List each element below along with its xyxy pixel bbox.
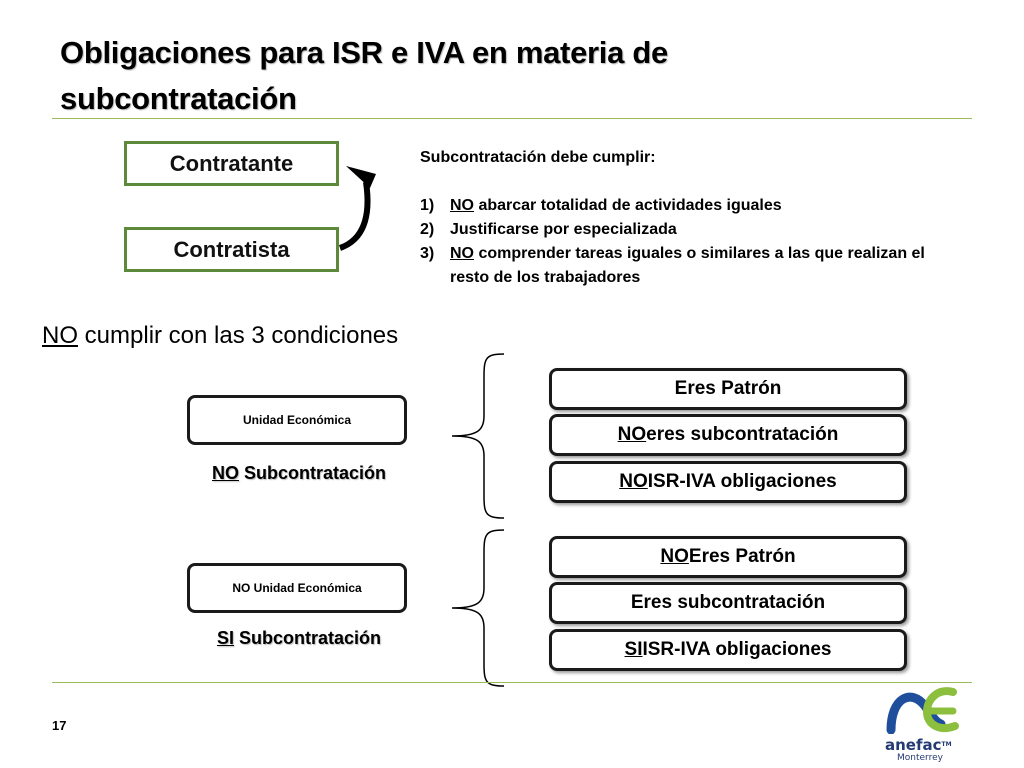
requirement-number: 2) xyxy=(420,221,435,238)
condition-emphasis: NO xyxy=(42,322,78,349)
contratista-box: Contratista xyxy=(124,227,339,272)
page-number: 17 xyxy=(52,718,67,733)
label-emphasis: SI xyxy=(216,628,234,648)
result-text: Eres subcontratación xyxy=(630,592,826,613)
requirements-block: Subcontratación debe cumplir: 1) NO abar… xyxy=(420,146,980,290)
result-text: ISR-IVA obligaciones xyxy=(642,639,832,660)
curved-arrow-icon xyxy=(338,166,376,251)
label-text: Subcontratación xyxy=(238,463,386,483)
result-emphasis: NO xyxy=(660,546,689,567)
result-box: SI ISR-IVA obligaciones xyxy=(549,629,907,671)
title-line-2: subcontratación xyxy=(60,81,297,116)
anefac-logo-mark-icon xyxy=(886,687,959,735)
label-text: Subcontratación xyxy=(234,628,382,648)
bottom-divider xyxy=(52,682,972,683)
result-box: NO eres subcontratación xyxy=(549,414,907,456)
result-text: ISR-IVA obligaciones xyxy=(647,471,837,492)
contratante-label: Contratante xyxy=(169,150,294,176)
requirement-text: Justificarse por especializada xyxy=(450,221,677,238)
logo-city: Monterrey xyxy=(897,753,943,763)
no-subcontratacion-label: NO Subcontratación xyxy=(187,463,411,484)
requirement-item: 3) NO comprender tareas iguales o simila… xyxy=(420,242,980,290)
brace-icon xyxy=(451,353,505,519)
result-box: NO ISR-IVA obligaciones xyxy=(549,461,907,503)
no-unidad-economica-box: NO Unidad Económica xyxy=(187,563,407,613)
result-emphasis: NO xyxy=(617,424,647,445)
result-text: Eres Patrón xyxy=(674,378,782,399)
label-emphasis: NO xyxy=(211,463,239,483)
requirement-item: 1) NO abarcar totalidad de actividades i… xyxy=(420,194,980,218)
result-text: Eres Patrón xyxy=(688,546,796,567)
requirement-number: 1) xyxy=(420,197,435,214)
contratante-box: Contratante xyxy=(124,141,339,186)
result-emphasis: SI xyxy=(624,639,643,660)
condition-subtitle: NO cumplir con las 3 condiciones xyxy=(42,320,398,352)
result-box: Eres Patrón xyxy=(549,368,907,410)
logo-brand: anefac xyxy=(885,736,942,754)
requirement-text: comprender tareas iguales o similares a … xyxy=(450,245,925,286)
requirements-heading: Subcontratación debe cumplir: xyxy=(420,149,656,166)
anefac-logo: anefacTM Monterrey xyxy=(885,684,961,764)
requirement-emphasis: NO xyxy=(450,245,474,262)
slide-title: Obligaciones para ISR e IVA en materia d… xyxy=(60,30,960,122)
requirement-text: abarcar totalidad de actividades iguales xyxy=(474,197,782,214)
requirement-number: 3) xyxy=(420,245,435,262)
top-divider xyxy=(52,118,972,119)
result-emphasis: NO xyxy=(619,471,648,492)
result-text: eres subcontratación xyxy=(646,424,839,445)
brace-icon xyxy=(451,529,505,687)
requirement-item: 2) Justificarse por especializada xyxy=(420,218,980,242)
condition-text: cumplir con las 3 condiciones xyxy=(78,322,399,349)
unidad-economica-box: Unidad Económica xyxy=(187,395,407,445)
contratista-label: Contratista xyxy=(173,236,290,262)
no-unidad-economica-label: NO Unidad Económica xyxy=(232,581,362,595)
logo-tm: TM xyxy=(941,741,952,748)
si-subcontratacion-label: SI Subcontratación xyxy=(187,628,411,649)
requirement-emphasis: NO xyxy=(450,197,474,214)
unidad-economica-label: Unidad Económica xyxy=(242,413,352,427)
result-box: Eres subcontratación xyxy=(549,582,907,624)
title-line-1: Obligaciones para ISR e IVA en materia d… xyxy=(60,35,668,70)
result-box: NO Eres Patrón xyxy=(549,536,907,578)
